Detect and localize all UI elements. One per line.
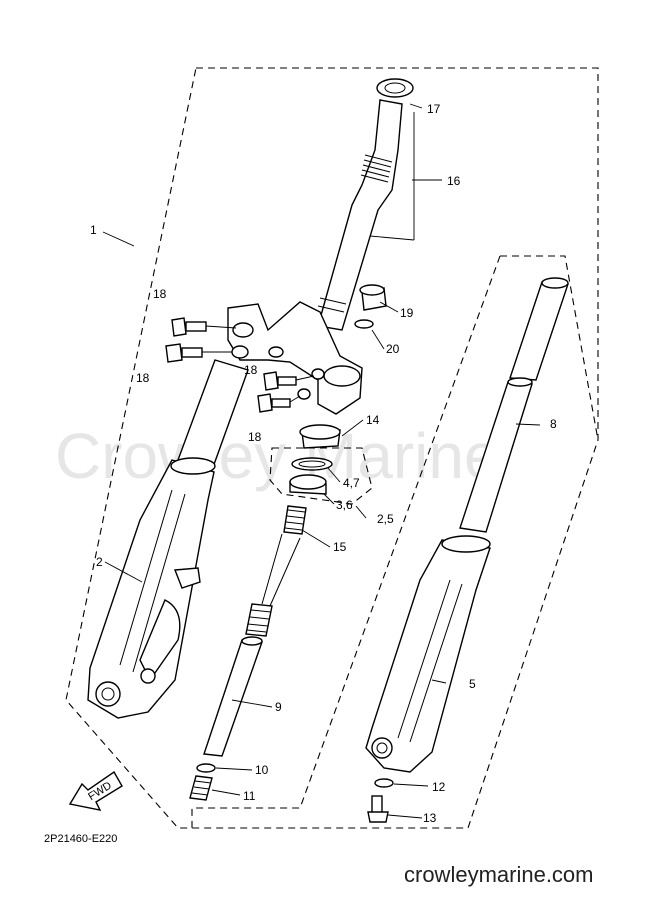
- part-18-bolt-bottom: [257, 393, 301, 413]
- callout-12: 12: [432, 780, 446, 794]
- callout-17: 17: [427, 102, 441, 116]
- callout-11: 11: [243, 789, 256, 803]
- callout-18-d: 18: [248, 430, 262, 444]
- part-4-7-washer: [291, 457, 333, 471]
- part-18-bolt-upper: [171, 317, 237, 337]
- callout-labels: 1 2 5 8 9 10 11 12 13 14 15 16 17 18 18 …: [90, 102, 557, 825]
- part-20-o-ring: [354, 319, 374, 329]
- part-14-bushing: [299, 424, 341, 449]
- part-15-spring: [245, 505, 307, 637]
- site-url: crowleymarine.com: [404, 862, 594, 887]
- part-8-inner-tube-right: [459, 277, 569, 533]
- callout-18-a: 18: [153, 287, 167, 301]
- callout-20: 20: [386, 342, 400, 356]
- callout-18-b: 18: [136, 371, 150, 385]
- part-13-bolt: [367, 795, 389, 823]
- callout-5: 5: [469, 677, 476, 691]
- callout-1: 1: [90, 223, 97, 237]
- callout-3-6: 3,6: [336, 498, 353, 512]
- callout-9: 9: [275, 700, 282, 714]
- part-11-spring: [189, 775, 213, 801]
- part-19-plug: [359, 284, 387, 311]
- part-16-inner-tube: [317, 99, 403, 331]
- part-17-cap: [376, 78, 414, 98]
- assembly-boundary: [65, 67, 599, 829]
- callout-14: 14: [366, 413, 380, 427]
- part-10-clip: [196, 763, 216, 773]
- callout-15: 15: [333, 540, 347, 554]
- callout-13: 13: [423, 811, 437, 825]
- callout-2: 2: [96, 555, 103, 569]
- callout-4-7: 4,7: [343, 476, 360, 490]
- part-5-outer-tube-right: [365, 535, 491, 773]
- fwd-arrow-icon: FWD: [68, 770, 123, 811]
- part-3-6-seal: [289, 474, 327, 495]
- part-18-bolt-mid: [263, 371, 315, 391]
- callout-2-5: 2,5: [377, 512, 394, 526]
- callout-10: 10: [255, 763, 269, 777]
- part-18-bolt-lower: [165, 343, 232, 363]
- part-9-damper-rod: [203, 636, 263, 757]
- callout-8: 8: [550, 417, 557, 431]
- part-12-washer: [374, 778, 394, 788]
- drawing-code: 2P21460-E220: [44, 833, 117, 845]
- callout-19: 19: [400, 306, 414, 320]
- fork-clamp-bracket: [227, 301, 363, 415]
- watermark: Crowley Marine: [55, 420, 500, 492]
- part-2-outer-tube-left: [87, 359, 249, 719]
- callout-leaders: [102, 103, 541, 819]
- callout-18-c: 18: [244, 363, 258, 377]
- callout-16: 16: [447, 174, 461, 188]
